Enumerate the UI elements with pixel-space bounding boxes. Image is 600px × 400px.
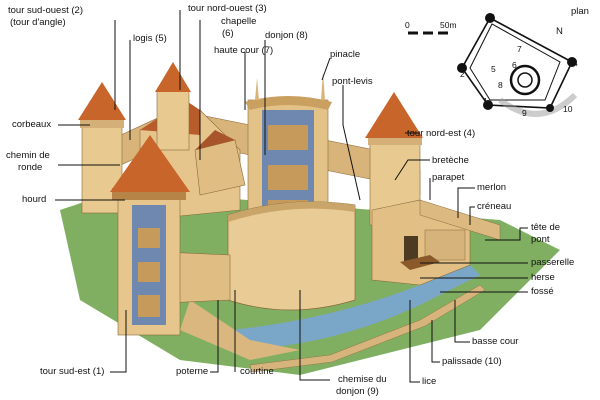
label-fosse: fossé: [531, 286, 554, 297]
label-pinacle: pinacle: [330, 49, 361, 60]
label-palissade: palissade (10): [442, 356, 502, 367]
label-tour-nord-est: tour nord-est (4): [407, 128, 476, 139]
plan-num-3: 3: [490, 12, 495, 22]
herse-gate: [404, 236, 418, 262]
lice-path: [180, 300, 300, 360]
label-chapelle: chapelle: [221, 16, 257, 27]
plan-bailey: [498, 92, 578, 117]
plan-num-6: 6: [512, 60, 517, 70]
plan-north: N: [556, 26, 563, 37]
plan-num-5: 5: [491, 64, 496, 74]
label-logis: logis (5): [133, 33, 167, 44]
label-parapet: parapet: [432, 172, 465, 183]
chapelle-roof: [195, 130, 235, 150]
label-chemise-du: chemise du: [338, 374, 387, 385]
label-breteche: bretèche: [432, 155, 469, 166]
label-corbeaux: corbeaux: [12, 119, 52, 130]
label-ronde: ronde: [18, 162, 43, 173]
leader-lines: [55, 10, 528, 383]
plan-inset: [408, 13, 578, 117]
moat: [230, 265, 480, 350]
label-chemise-donjon: donjon (9): [336, 386, 379, 397]
label-pont-levis: pont-levis: [332, 76, 373, 87]
label-chapelle-num: (6): [222, 28, 234, 39]
tour-sud-ouest-roof: [78, 82, 126, 120]
tour-nord-ouest-body: [156, 89, 190, 151]
label-basse-cour: basse cour: [472, 336, 519, 347]
label-herse: herse: [531, 272, 555, 283]
plan-title: plan: [571, 6, 589, 17]
plan-num-1: 1: [483, 96, 488, 106]
tour-nord-est-roof: [365, 92, 423, 138]
label-courtine: courtine: [240, 366, 274, 377]
plan-num-10: 10: [563, 104, 573, 114]
tour-sud-est-roof: [110, 135, 190, 192]
tour-nord-ouest-roof: [155, 62, 191, 92]
plan-scale-zero: 0: [405, 20, 410, 30]
label-tour-sud-est: tour sud-est (1): [40, 366, 105, 377]
label-donjon: donjon (8): [265, 30, 308, 41]
plan-outline: [461, 16, 574, 109]
plan-scale-max: 50m: [440, 20, 457, 30]
label-poterne: poterne: [176, 366, 209, 377]
label-hourd: hourd: [22, 194, 47, 205]
plan-num-9: 9: [522, 108, 527, 118]
label-creneau: créneau: [477, 201, 512, 212]
label-passerelle: passerelle: [531, 257, 575, 268]
donjon-top: [245, 96, 332, 110]
plan-num-7: 7: [517, 44, 522, 54]
chemise-wall: [227, 201, 356, 311]
label-tour-sud-ouest: tour sud-ouest (2): [8, 5, 83, 16]
label-pont: pont: [531, 234, 550, 245]
label-tour-nord-ouest: tour nord-ouest (3): [188, 3, 267, 14]
plan-num-2: 2: [460, 69, 465, 79]
plan-num-4: 4: [573, 58, 578, 68]
label-lice: lice: [422, 376, 437, 387]
palissade-fence: [249, 284, 486, 373]
tete-de-pont: [424, 229, 466, 261]
label-haute-cour: haute cour (7): [214, 45, 274, 56]
label-tete-de: tête de: [531, 222, 561, 233]
pinacle-spire: [321, 72, 325, 100]
label-tour-angle: (tour d'angle): [10, 17, 66, 28]
label-merlon: merlon: [477, 182, 507, 193]
label-chemin-de: chemin de: [6, 150, 50, 161]
plan-num-8: 8: [498, 80, 503, 90]
